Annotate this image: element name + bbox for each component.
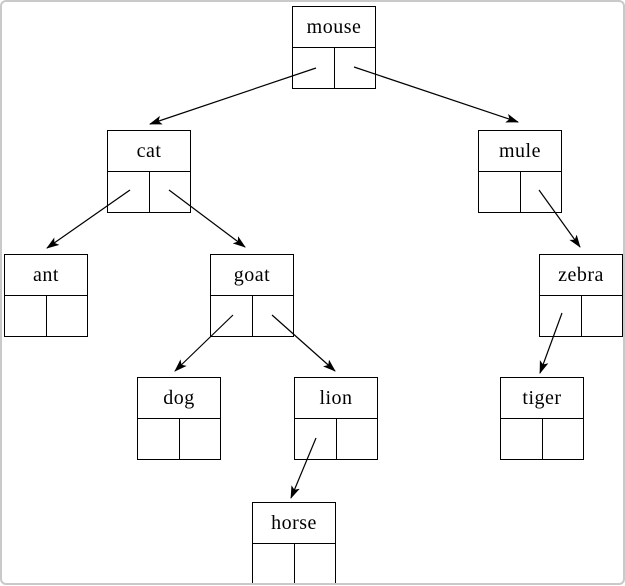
edge-mouse-right-to-mule — [353, 66, 519, 123]
tree-node-goat: goat — [210, 254, 294, 337]
right-pointer-cell — [293, 544, 336, 583]
left-pointer-cell — [295, 419, 336, 459]
tree-node-tiger: tiger — [500, 377, 584, 460]
left-pointer-cell — [108, 172, 149, 212]
right-pointer-cell — [251, 296, 294, 336]
tree-node-dog: dog — [137, 377, 221, 460]
tree-node-lion: lion — [294, 377, 378, 460]
right-pointer-cell — [519, 172, 562, 212]
right-pointer-cell — [148, 172, 191, 212]
node-label: cat — [108, 131, 190, 172]
node-label: lion — [295, 378, 377, 419]
node-label: mouse — [293, 7, 375, 48]
left-pointer-cell — [138, 419, 179, 459]
left-pointer-cell — [293, 48, 334, 88]
node-label: goat — [211, 255, 293, 296]
node-label: mule — [479, 131, 561, 172]
left-pointer-cell — [211, 296, 252, 336]
left-pointer-cell — [540, 296, 581, 336]
tree-node-mule: mule — [478, 130, 562, 213]
node-label: zebra — [540, 255, 622, 296]
left-pointer-cell — [501, 419, 542, 459]
tree-node-mouse: mouse — [292, 6, 376, 89]
tree-node-horse: horse — [252, 502, 336, 583]
right-pointer-cell — [45, 296, 88, 336]
node-label: dog — [138, 378, 220, 419]
node-label: horse — [253, 503, 335, 544]
tree-node-ant: ant — [4, 254, 88, 337]
right-pointer-cell — [333, 48, 376, 88]
right-pointer-cell — [541, 419, 584, 459]
right-pointer-cell — [580, 296, 623, 336]
node-label: tiger — [501, 378, 583, 419]
left-pointer-cell — [479, 172, 520, 212]
tree-node-cat: cat — [107, 130, 191, 213]
right-pointer-cell — [335, 419, 378, 459]
node-label: ant — [5, 255, 87, 296]
left-pointer-cell — [253, 544, 294, 583]
left-pointer-cell — [5, 296, 46, 336]
right-pointer-cell — [178, 419, 221, 459]
tree-node-zebra: zebra — [539, 254, 623, 337]
